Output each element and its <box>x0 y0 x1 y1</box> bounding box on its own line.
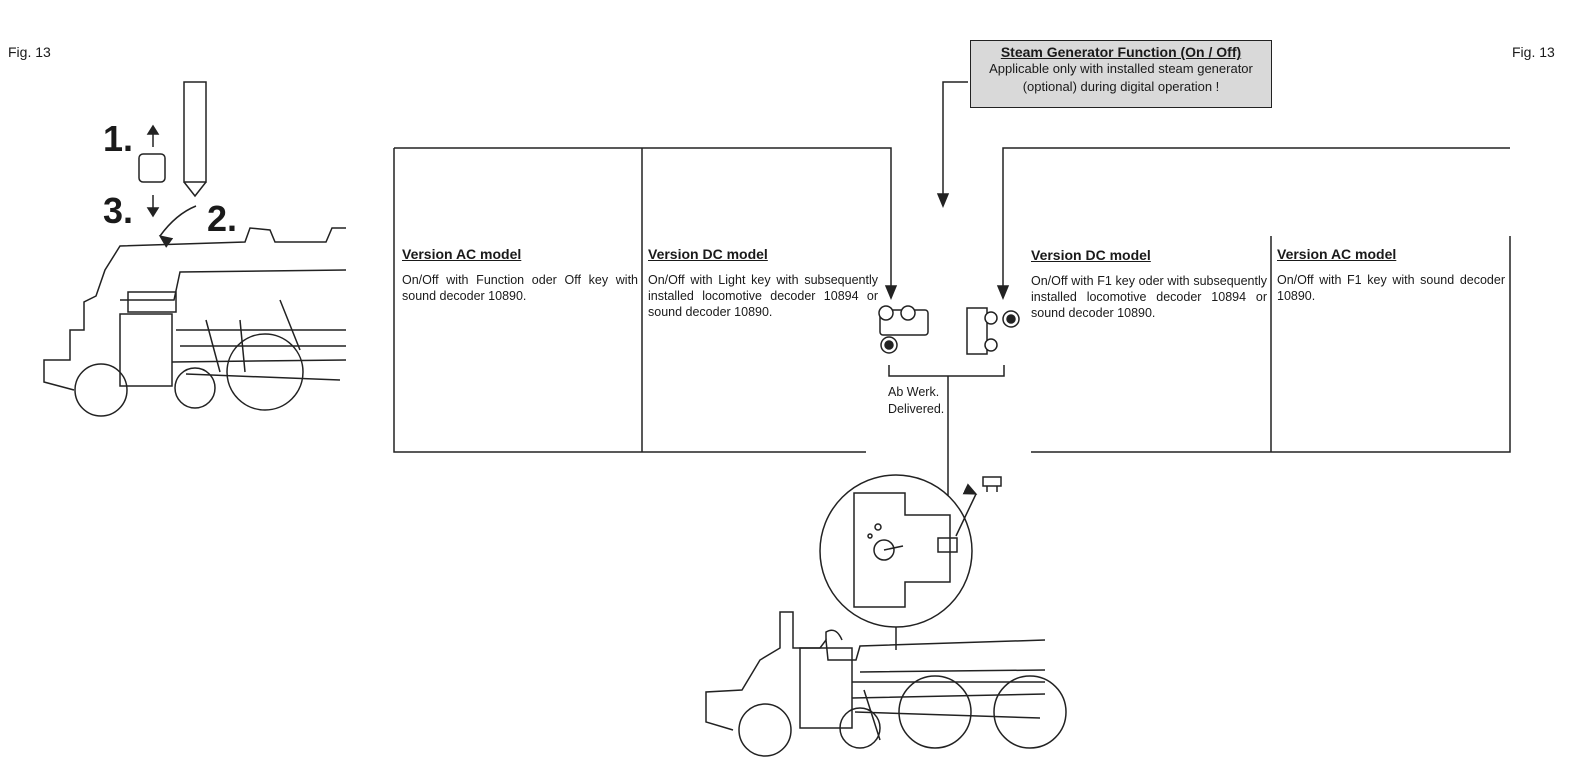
loco-bottom-outline <box>705 611 1046 731</box>
column-title: Version AC model <box>1277 246 1397 262</box>
plug-part <box>138 153 166 183</box>
step-1-label: 1. <box>103 118 134 159</box>
loco-left-wheel-2 <box>174 367 216 409</box>
loco-left-wheel-3 <box>226 333 304 411</box>
fig-label-left: Fig. 13 <box>8 44 51 60</box>
column-ac-right: Version AC model On/Off with F1 key with… <box>1277 246 1505 304</box>
table-right-top <box>1002 147 1510 288</box>
delivered-bracket <box>888 365 1005 377</box>
column-title: Version DC model <box>648 246 768 262</box>
plug-right-body <box>966 307 988 355</box>
steam-generator-text: Applicable only with installed steam gen… <box>989 61 1253 94</box>
plug-right-pin-2 <box>984 338 998 352</box>
column-text: On/Off with Light key with subsequently … <box>648 273 878 319</box>
arrow-left-head <box>884 285 898 300</box>
table-right-frame <box>1031 236 1511 453</box>
column-title: Version AC model <box>402 246 522 262</box>
loco-left-wheel-1 <box>74 363 128 417</box>
steam-connector <box>942 81 968 194</box>
loco-bottom-wheel-3 <box>898 675 972 749</box>
plug-left-pin-2 <box>900 305 916 321</box>
detail-arrow <box>955 483 978 537</box>
column-text: On/Off with F1 key oder with subsequentl… <box>1031 274 1267 320</box>
plug-left-pin-1 <box>878 305 894 321</box>
steam-arrow-head <box>936 193 950 208</box>
loco-bottom-wheel-4 <box>993 675 1067 749</box>
column-text: On/Off with F1 key with sound decoder 10… <box>1277 273 1505 303</box>
loco-bottom-wheel-1 <box>738 703 792 757</box>
plug-right-pin-1 <box>984 311 998 325</box>
step-3-label: 3. <box>103 190 134 231</box>
loco-left-outline <box>43 227 347 391</box>
step-2-label: 2. <box>207 198 238 239</box>
pen-tool <box>183 81 207 183</box>
steam-generator-box: Steam Generator Function (On / Off) Appl… <box>970 40 1272 108</box>
delivered-label-en: Delivered. <box>888 402 945 416</box>
detail-plate <box>853 492 951 608</box>
column-ac-left: Version AC model On/Off with Function od… <box>402 246 638 304</box>
column-dc-left: Version DC model On/Off with Light key w… <box>648 246 878 320</box>
arrow-right-head <box>996 285 1010 300</box>
steam-generator-title: Steam Generator Function (On / Off) <box>1000 44 1242 60</box>
column-text: On/Off with Function oder Off key with s… <box>402 273 638 303</box>
delivered-label: Ab Werk. Delivered. <box>888 384 944 418</box>
delivered-label-de: Ab Werk. <box>888 385 940 399</box>
column-title: Version DC model <box>1031 247 1151 263</box>
table-left-top <box>394 147 892 288</box>
column-dc-right: Version DC model On/Off with F1 key oder… <box>1031 247 1267 321</box>
fig-label-right: Fig. 13 <box>1512 44 1555 60</box>
table-left-frame <box>393 148 866 453</box>
detail-circle <box>819 474 973 628</box>
